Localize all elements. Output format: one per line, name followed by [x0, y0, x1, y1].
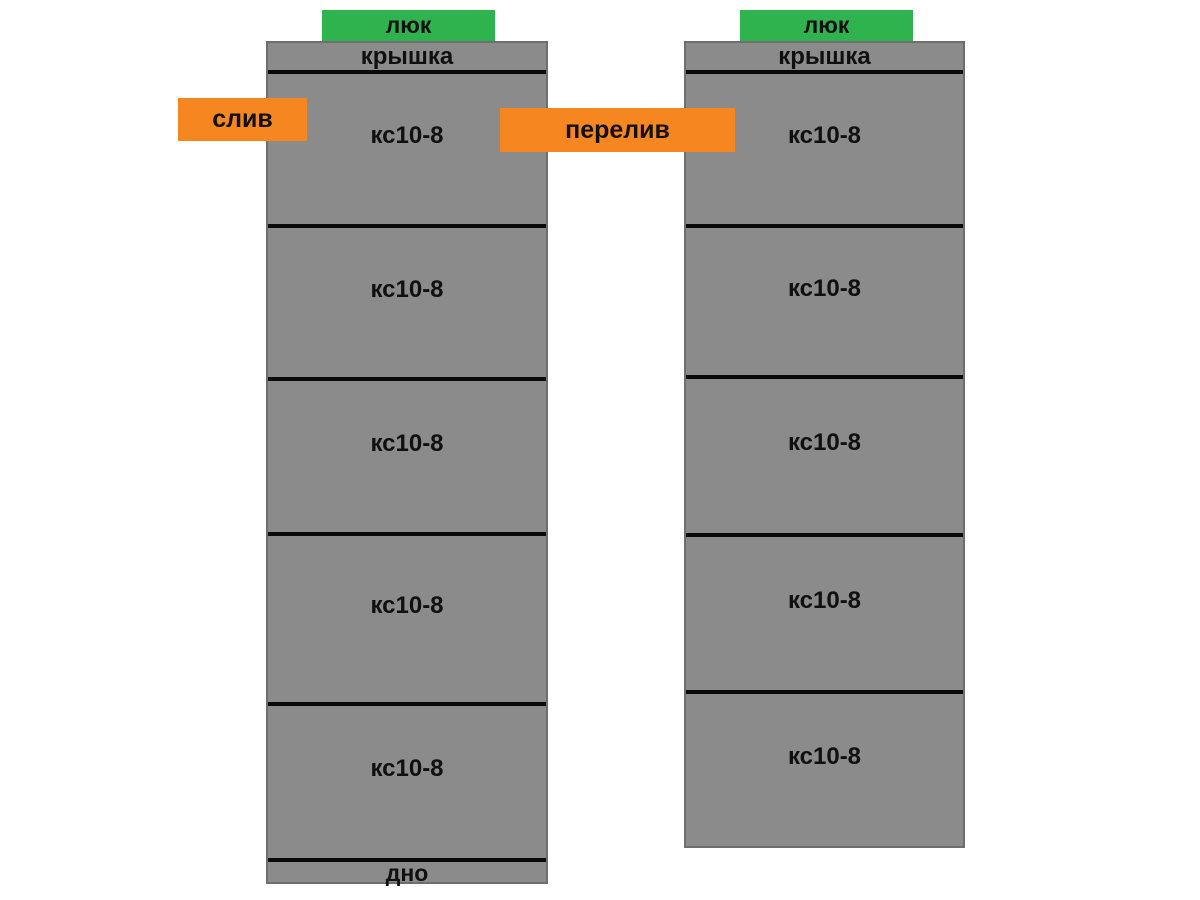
left-tank-lid-label: крышка [360, 43, 454, 70]
drain-pipe-label: слив [178, 98, 307, 141]
left-tank-bottom-label: дно [268, 858, 546, 885]
left-tank-ring-4: кс10-8 [268, 532, 546, 702]
left-hatch-label: люк [322, 10, 495, 41]
overflow-pipe-label: перелив [500, 108, 735, 152]
right-tank-lid-label: крышка [778, 43, 871, 70]
left-tank: крышка кс10-8 кс10-8 кс10-8 кс10-8 кс10-… [266, 41, 548, 885]
right-tank-ring-4: кс10-8 [686, 533, 963, 690]
right-tank: крышка кс10-8 кс10-8 кс10-8 кс10-8 кс10-… [684, 41, 965, 848]
right-tank-ring-2: кс10-8 [686, 224, 963, 375]
left-tank-ring-5: кс10-8 [268, 702, 546, 858]
left-tank-ring-3: кс10-8 [268, 377, 546, 532]
right-tank-ring-3: кс10-8 [686, 375, 963, 533]
right-hatch-label: люк [740, 10, 913, 41]
right-tank-ring-5: кс10-8 [686, 690, 963, 846]
left-tank-ring-1: кс10-8 [268, 70, 546, 224]
left-tank-ring-2: кс10-8 [268, 224, 546, 377]
right-tank-ring-1: кс10-8 [686, 70, 963, 224]
